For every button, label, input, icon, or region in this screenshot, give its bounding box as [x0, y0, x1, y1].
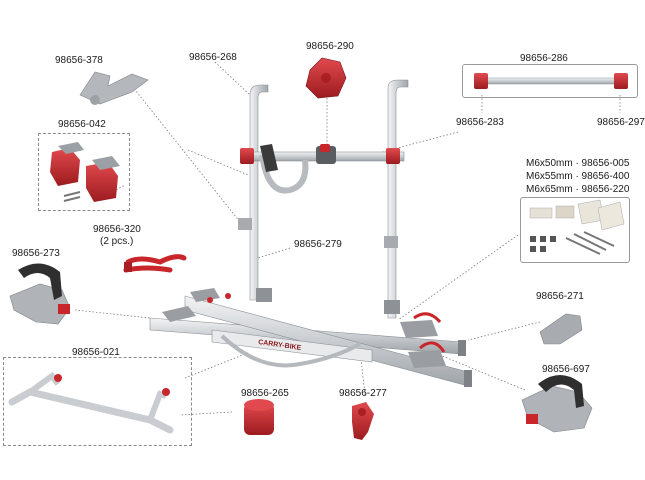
label-98656-297: 98656-297	[597, 117, 645, 128]
label-98656-005: M6x50mm · 98656-005	[526, 158, 630, 169]
label-98656-042: 98656-042	[58, 119, 106, 130]
box-98656-286	[462, 64, 638, 98]
label-98656-279: 98656-279	[294, 239, 342, 250]
label-98656-320-qty: (2 pcs.)	[100, 236, 134, 247]
part-98656-697-wheel-holder	[521, 375, 593, 433]
label-98656-283: 98656-283	[456, 117, 504, 128]
label-98656-320: 98656-320	[93, 224, 141, 235]
box-98656-021	[3, 357, 192, 446]
part-98656-378-clamp	[79, 71, 149, 105]
part-98656-265-cap	[244, 399, 274, 435]
label-98656-290: 98656-290	[306, 41, 354, 52]
label-98656-021: 98656-021	[72, 347, 120, 358]
part-98656-277-knob	[352, 402, 374, 440]
label-98656-400: M6x55mm · 98656-400	[526, 171, 630, 182]
part-98656-286-bar	[474, 73, 628, 89]
part-98656-273-wheel-holder	[9, 263, 71, 325]
label-98656-220: M6x65mm · 98656-220	[526, 184, 630, 195]
part-98656-271-end-cap	[539, 313, 583, 345]
bike-rack-assembly	[149, 79, 472, 387]
label-98656-378: 98656-378	[55, 55, 103, 66]
part-98656-290-knob	[305, 57, 347, 99]
part-98656-021-support-bar	[8, 371, 174, 434]
label-98656-286: 98656-286	[520, 53, 568, 64]
part-98656-042-holders	[50, 142, 120, 202]
label-98656-697: 98656-697	[542, 364, 590, 375]
label-98656-271: 98656-271	[536, 291, 584, 302]
label-98656-265: 98656-265	[241, 388, 289, 399]
part-98656-320-strap	[123, 254, 187, 273]
label-98656-277: 98656-277	[339, 388, 387, 399]
box-98656-042	[38, 133, 130, 211]
label-98656-273: 98656-273	[12, 248, 60, 259]
label-98656-268: 98656-268	[189, 52, 237, 63]
part-screw-set	[529, 199, 625, 255]
box-screw-set	[520, 197, 630, 263]
